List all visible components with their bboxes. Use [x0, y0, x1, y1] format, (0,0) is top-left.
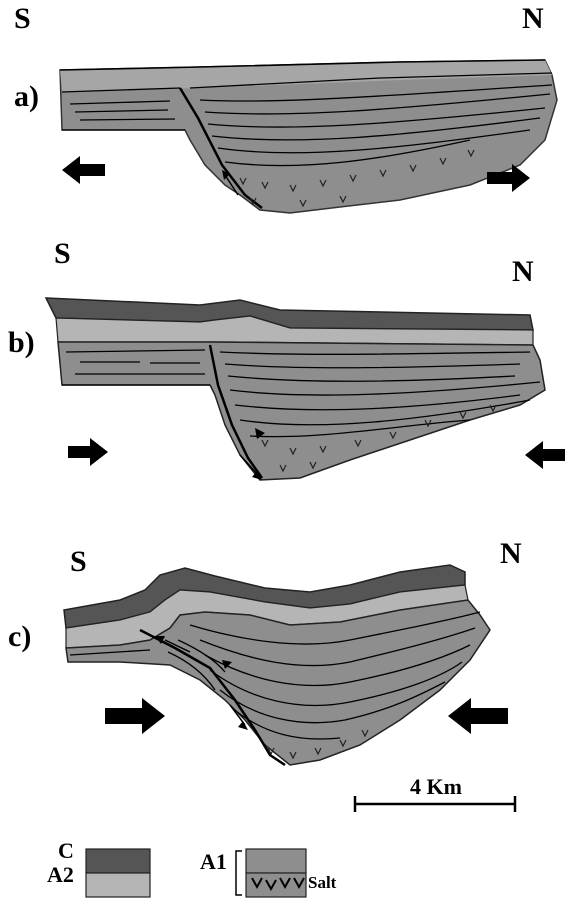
- panel-a-section: [60, 60, 557, 213]
- panel-c-left-arrow: [105, 698, 165, 734]
- panel-b-a1-layer: [58, 342, 545, 480]
- legend-swatch-a2: [86, 873, 150, 897]
- legend-swatch-a1: [246, 849, 306, 873]
- legend-swatch-c: [86, 849, 150, 873]
- legend-a1-bracket: [236, 851, 242, 895]
- panel-b-right-arrow: [525, 441, 565, 469]
- panel-b-section: [46, 298, 565, 480]
- panel-c-section: [64, 565, 508, 765]
- scale-bar: [355, 796, 515, 812]
- panel-b-left-arrow: [68, 438, 108, 466]
- panel-a-left-arrow: [62, 156, 105, 184]
- panel-c-right-arrow: [448, 698, 508, 734]
- legend: [86, 849, 306, 897]
